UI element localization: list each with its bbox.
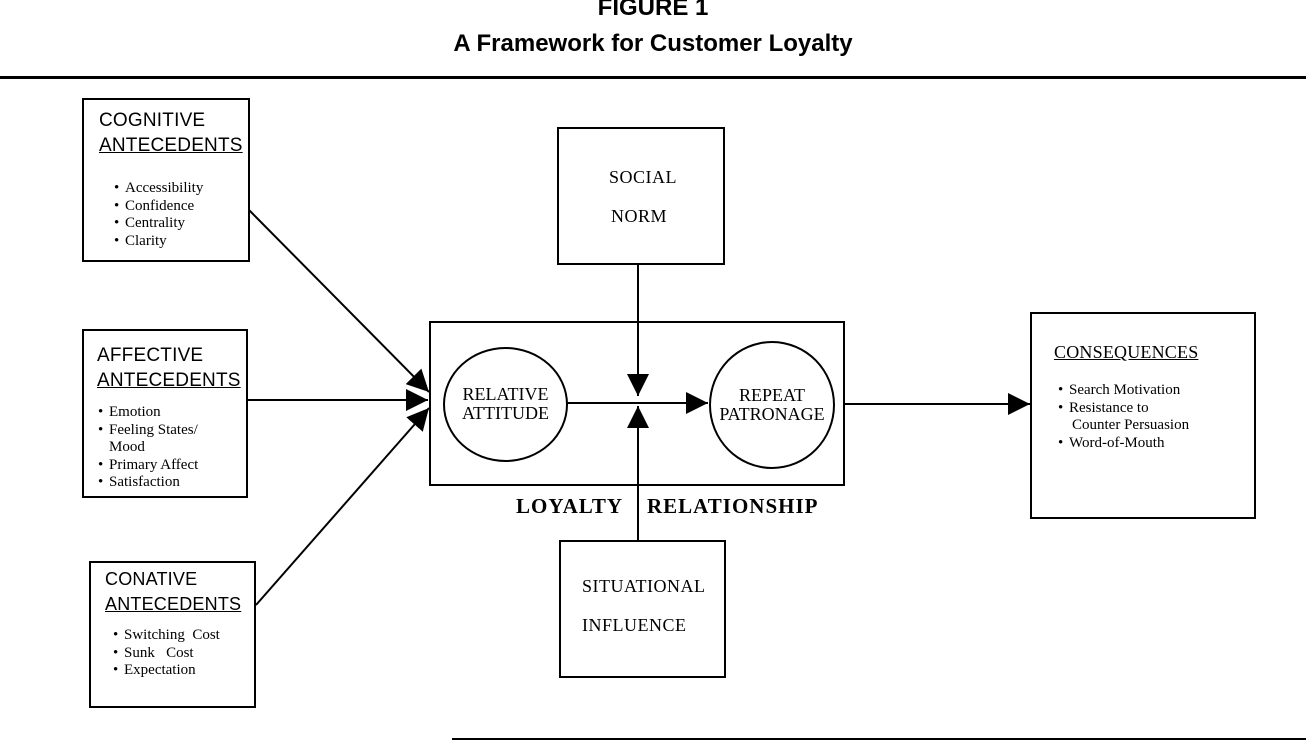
consequences-box: CONSEQUENCES Search Motivation Resistanc…: [1030, 312, 1256, 519]
list-item: Clarity: [114, 233, 203, 251]
affective-antecedents-box: AFFECTIVE ANTECEDENTS Emotion Feeling St…: [82, 329, 248, 498]
consequences-heading: CONSEQUENCES: [1054, 342, 1199, 362]
relative-attitude-line2: ATTITUDE: [462, 403, 549, 423]
list-item-continuation: Counter Persuasion: [1072, 417, 1190, 433]
relative-attitude-line1: RELATIVE: [462, 384, 549, 404]
loyalty-relationship-box: [429, 321, 845, 486]
repeat-patronage-line2: PATRONAGE: [719, 404, 825, 424]
conative-arrow: [255, 407, 430, 606]
list-item: Feeling States/: [98, 422, 198, 440]
list-item: Accessibility: [114, 180, 203, 198]
relationship-label: RELATIONSHIP: [647, 494, 819, 518]
conative-heading-line1: CONATIVE: [105, 569, 198, 589]
repeat-patronage-circle: REPEAT PATRONAGE: [709, 341, 835, 469]
figure-number: FIGURE 1: [597, 0, 709, 21]
list-item: Confidence: [114, 198, 203, 216]
social-norm-box: SOCIAL NORM: [557, 127, 725, 265]
bottom-rule: [452, 738, 1306, 740]
list-item: Resistance to: [1058, 400, 1189, 418]
situational-line2: INFLUENCE: [582, 615, 687, 635]
repeat-patronage-line1: REPEAT: [738, 385, 805, 405]
list-item: Centrality: [114, 215, 203, 233]
top-rule: [0, 76, 1306, 79]
list-item-continuation: Mood: [109, 439, 145, 455]
list-item: Expectation: [113, 662, 220, 680]
list-item: Satisfaction: [98, 474, 198, 492]
conative-antecedents-box: CONATIVE ANTECEDENTS Switching Cost Sunk…: [89, 561, 256, 708]
cognitive-heading-line1: COGNITIVE: [99, 110, 206, 131]
figure-title: A Framework for Customer Loyalty: [453, 30, 853, 57]
situational-influence-box: SITUATIONAL INFLUENCE: [559, 540, 726, 678]
cognitive-items: Accessibility Confidence Centrality Clar…: [114, 180, 203, 250]
cognitive-arrow: [248, 209, 430, 393]
conative-heading-line2: ANTECEDENTS: [105, 594, 242, 614]
situational-line1: SITUATIONAL: [582, 576, 706, 596]
list-item: Emotion: [98, 404, 198, 422]
affective-heading-line2: ANTECEDENTS: [97, 370, 241, 391]
loyalty-label: LOYALTY: [516, 494, 623, 518]
list-item: Search Motivation: [1058, 382, 1189, 400]
affective-heading-line1: AFFECTIVE: [97, 345, 204, 366]
affective-items: Emotion Feeling States/ Mood Primary Aff…: [98, 404, 198, 492]
cognitive-heading-line2: ANTECEDENTS: [99, 135, 243, 156]
relative-attitude-circle: RELATIVE ATTITUDE: [443, 347, 568, 462]
cognitive-antecedents-box: COGNITIVE ANTECEDENTS Accessibility Conf…: [82, 98, 250, 262]
list-item: Sunk Cost: [113, 645, 220, 663]
consequences-items: Search Motivation Resistance to Counter …: [1058, 382, 1189, 452]
list-item: Switching Cost: [113, 627, 220, 645]
list-item: Primary Affect: [98, 457, 198, 475]
social-norm-line2: NORM: [611, 206, 668, 226]
conative-items: Switching Cost Sunk Cost Expectation: [113, 627, 220, 680]
list-item: Word-of-Mouth: [1058, 435, 1189, 453]
social-norm-line1: SOCIAL: [609, 167, 678, 187]
